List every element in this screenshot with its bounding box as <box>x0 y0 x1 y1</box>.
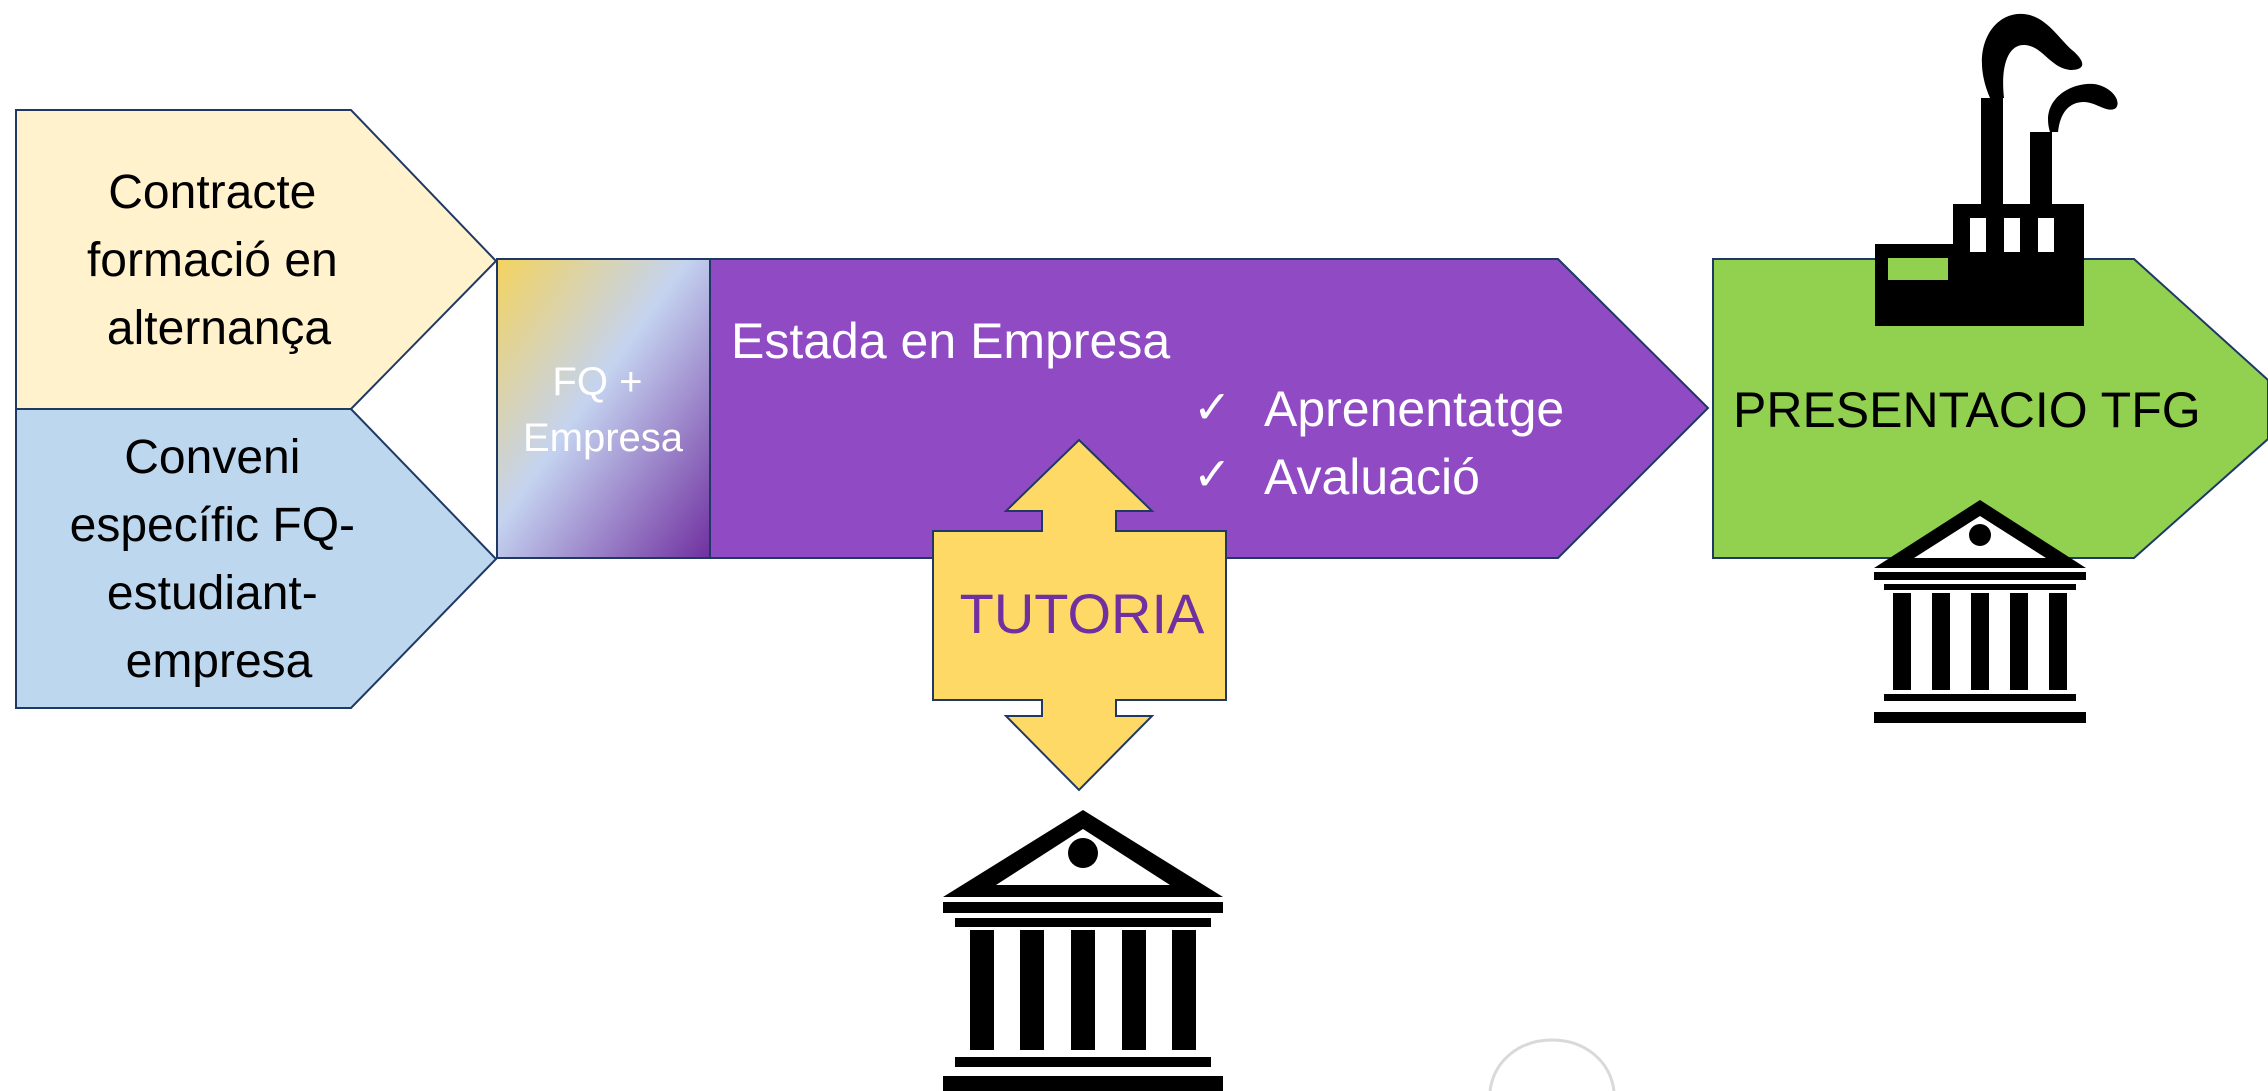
check-icon: ✓ <box>1193 448 1232 500</box>
check-item-avaluacio: Avaluació <box>1264 449 1480 505</box>
factory-icon <box>1875 13 2118 326</box>
contract-box: Contracte formació en alternança <box>15 109 498 410</box>
agreement-line-1: Conveni <box>124 431 300 484</box>
presentation-arrow-shape <box>1712 258 2268 559</box>
tutoria-shape <box>932 438 1227 792</box>
agreement-box: Conveni específic FQ- estudiant- empresa <box>15 408 498 709</box>
check-item-aprenentatge: Aprenentatge <box>1264 381 1564 437</box>
decorative-circle <box>1488 1038 1616 1091</box>
tutoria-label: TUTORIA <box>960 582 1205 645</box>
contract-shape <box>15 109 498 410</box>
agreement-line-3: estudiant- <box>107 567 318 620</box>
stay-arrow: Estada en Empresa ✓ Aprenentatge ✓ Avalu… <box>709 258 1710 559</box>
check-icon: ✓ <box>1193 381 1232 433</box>
university-icon <box>1874 500 2086 723</box>
contract-line-3: alternança <box>107 302 331 355</box>
svg-text:FQ + Empresa: FQ + Empresa <box>523 360 684 460</box>
agreement-line-4: empresa <box>126 635 313 688</box>
presentation-label: PRESENTACIO TFG <box>1733 382 2201 438</box>
agreement-line-2: específic FQ- <box>70 499 355 552</box>
university-icon <box>943 810 1223 1091</box>
tutoria-arrow: TUTORIA <box>932 438 1227 792</box>
fq-empresa-line-2: Empresa <box>523 416 684 460</box>
svg-text:Contracte formació en: Contracte formació en alternança <box>87 166 351 355</box>
stay-title: Estada en Empresa <box>731 313 1170 369</box>
contract-line-1: Contracte <box>108 166 316 219</box>
presentation-arrow: PRESENTACIO TFG <box>1712 258 2268 559</box>
fq-empresa-box: FQ + Empresa <box>496 258 711 559</box>
fq-empresa-line-1: FQ + <box>552 360 642 404</box>
contract-line-2: formació en <box>87 234 338 287</box>
svg-text:Conveni específic FQ-: Conveni específic FQ- estudiant- empresa <box>70 431 369 688</box>
agreement-shape <box>15 408 498 709</box>
stay-arrow-shape <box>709 258 1710 559</box>
fq-empresa-shape <box>496 258 711 559</box>
